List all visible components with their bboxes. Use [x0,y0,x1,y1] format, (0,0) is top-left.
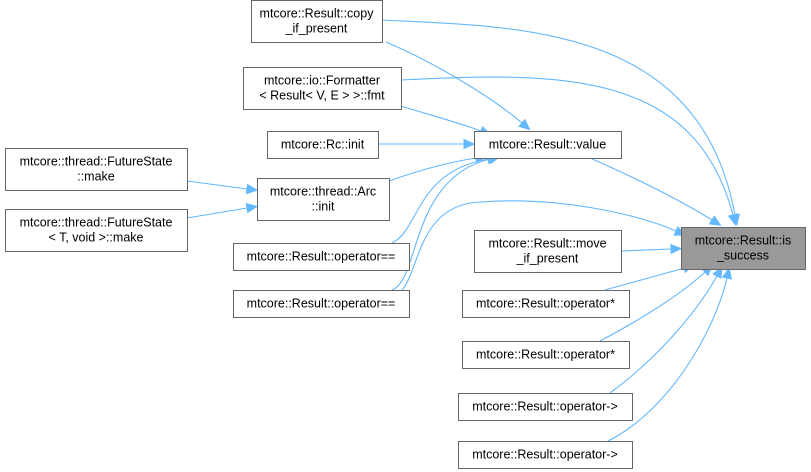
node-label-line: _if_present [516,252,579,266]
node-label-line: _if_present [285,22,348,36]
node-label-line: mtcore::Result::operator== [247,297,396,311]
node-box [458,441,633,469]
node-label-line: mtcore::Result::value [489,138,606,152]
node-label-line: ::make [77,170,115,184]
arrow-head-icon [245,202,259,214]
edge-line [391,158,489,244]
node-label-line: < Result< V, E > >::fmt [259,89,385,103]
node-op-eq-1[interactable]: mtcore::Result::operator== [233,243,410,271]
node-box [458,393,633,421]
node-label-line: mtcore::Result::operator== [247,250,396,264]
arrow-head-icon [712,266,723,280]
node-rc-init[interactable]: mtcore::Rc::init [267,131,379,159]
edge-move_if_present-to-is_success [620,243,683,255]
node-box [267,131,379,159]
nodes: mtcore::Result::is_successmtcore::Result… [5,0,806,469]
edge-line [589,157,713,221]
arrow-head-icon [670,243,683,255]
node-op-arrow-1[interactable]: mtcore::Result::operator-> [458,393,633,421]
edge-line [391,158,491,291]
edge-formatter_fmt-to-is_success [400,76,739,226]
node-label-line: mtcore::thread::Arc [270,185,376,199]
node-box [251,0,383,43]
node-label-line: mtcore::thread::FutureState [20,155,173,169]
node-box [5,209,188,252]
node-future-make[interactable]: mtcore::thread::FutureState::make [5,148,188,191]
node-box [233,243,410,271]
edge-line [607,277,728,442]
arrow-head-icon [518,118,531,131]
node-arc-init[interactable]: mtcore::thread::Arc::init [257,178,390,221]
edge-line [401,200,677,291]
node-label-line: mtcore::Result::operator* [476,297,615,311]
edge-line [381,19,736,216]
node-box [5,148,188,191]
edge-line [604,267,685,291]
node-label-line: ::init [312,200,335,214]
node-op-eq-2[interactable]: mtcore::Result::operator== [233,290,410,318]
node-box [257,178,390,221]
node-box [474,230,622,273]
node-box [462,341,630,369]
edge-line [186,180,248,190]
edge-future_void_make-to-arc_init [186,202,259,219]
edge-future_make-to-arc_init [186,180,259,195]
arrow-head-icon [721,267,733,280]
node-result-value[interactable]: mtcore::Result::value [474,131,622,159]
node-label-line: mtcore::Result::operator* [476,348,615,362]
edge-formatter_fmt-to-result_value [400,105,492,136]
edge-copy_if_present-to-is_success [381,19,741,227]
edge-op_arrow_1-to-is_success [609,266,723,394]
arrow-head-icon [463,138,476,150]
node-label-line: mtcore::Result::operator-> [472,448,618,462]
node-box [233,290,410,318]
node-op-arrow-2[interactable]: mtcore::Result::operator-> [458,441,633,469]
node-label-line: mtcore::Rc::init [281,138,365,152]
edge-op_arrow_2-to-is_success [607,267,733,442]
node-box [462,290,630,318]
node-op-star-2[interactable]: mtcore::Result::operator* [462,341,630,369]
arrow-head-icon [708,215,722,226]
arrow-head-icon [245,183,259,195]
edge-arc_init-to-result_value [388,152,488,182]
node-label-line: < T, void >::make [49,231,144,245]
node-label-line: _success [716,249,769,263]
edge-line [609,275,718,394]
edge-result_value-to-is_success [589,157,722,226]
node-label-line: mtcore::Result::is [695,234,792,248]
node-op-star-1[interactable]: mtcore::Result::operator* [462,290,630,318]
node-copy-if-present[interactable]: mtcore::Result::copy_if_present [251,0,383,43]
node-is-success[interactable]: mtcore::Result::is_success [681,227,806,270]
edge-line [400,105,482,132]
node-box [243,67,402,110]
edge-rc_init-to-result_value [378,138,476,150]
edge-line [388,157,477,182]
edge-line [400,76,734,216]
node-label-line: mtcore::Result::copy [260,7,375,21]
node-label-line: mtcore::Result::move [488,237,606,251]
node-future-void-make[interactable]: mtcore::thread::FutureState< T, void >::… [5,209,188,252]
edge-line [620,248,672,252]
node-label-line: mtcore::Result::operator-> [472,400,618,414]
edge-op_eq_1-to-result_value [391,153,500,244]
node-move-if-present[interactable]: mtcore::Result::move_if_present [474,230,622,273]
edge-line [599,271,706,342]
node-label-line: mtcore::io::Formatter [264,74,380,88]
edge-line [186,207,248,219]
arrow-head-icon [727,213,739,226]
node-label-line: mtcore::thread::FutureState [20,216,173,230]
edge-copy_if_present-to-result_value [385,41,531,131]
node-formatter-fmt[interactable]: mtcore::io::Formatter< Result< V, E > >:… [243,67,402,110]
node-box [681,227,806,270]
node-box [474,131,622,159]
edge-line [385,41,523,124]
